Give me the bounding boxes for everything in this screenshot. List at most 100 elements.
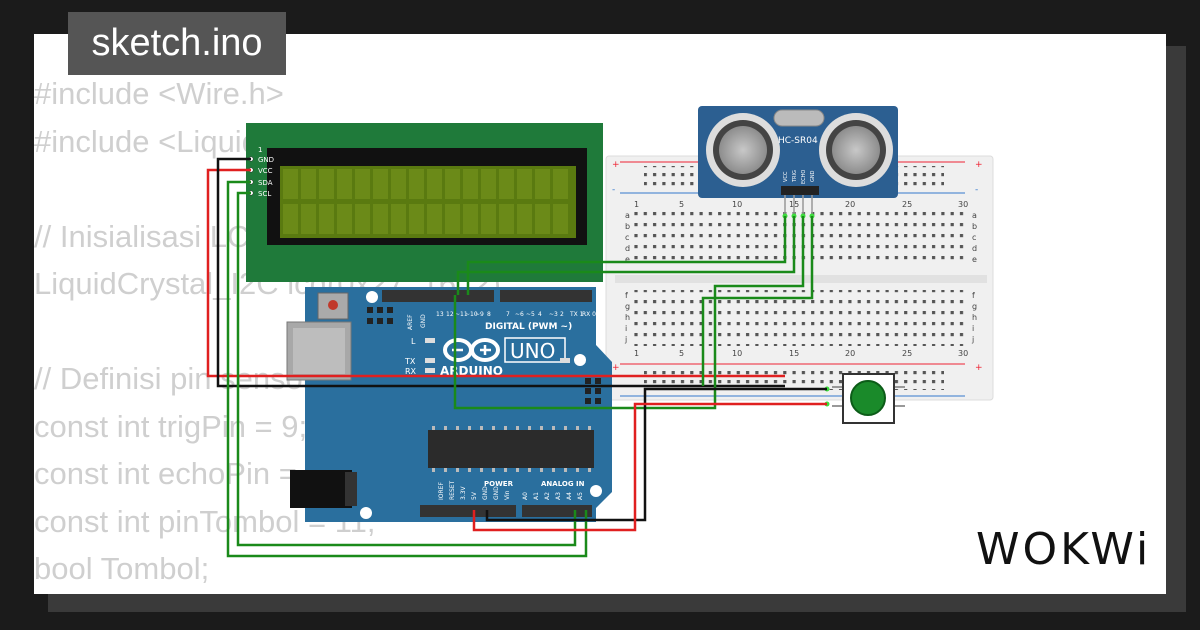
row-letter: f <box>972 291 975 300</box>
arduino-pin-label: 13 <box>436 311 444 318</box>
wire-green <box>236 191 577 547</box>
col-number: 10 <box>732 200 742 209</box>
power-pin-label: Vin <box>504 490 511 500</box>
row-letter: g <box>625 302 630 311</box>
power-pin-label: IOREF <box>438 482 445 500</box>
push-button[interactable] <box>824 373 906 424</box>
col-number: 5 <box>679 349 684 358</box>
power-header-label: POWER <box>484 480 514 488</box>
arduino-pin-label: 7 <box>506 311 510 318</box>
power-pin-label: GND <box>493 486 500 500</box>
row-letter: c <box>625 233 629 242</box>
power-pin-label: GND <box>482 486 489 500</box>
file-tab[interactable]: sketch.ino <box>68 12 286 75</box>
arduino-pin-label: ~6 <box>515 311 524 318</box>
col-number: 25 <box>902 349 912 358</box>
row-letter: h <box>972 313 977 322</box>
row-letter: i <box>625 324 627 333</box>
row-letter: j <box>624 335 627 344</box>
code-line: bool Tombol; <box>34 551 210 586</box>
wire-red <box>206 168 785 378</box>
analog-pin-label: A0 <box>522 492 529 500</box>
col-number: 15 <box>789 349 799 358</box>
sensor-label: HC-SR04 <box>778 136 818 146</box>
wokwi-logo: WOKWi <box>976 524 1152 575</box>
wires <box>206 157 827 558</box>
wire-green <box>701 216 814 386</box>
wire-black <box>216 157 785 388</box>
wire-red <box>472 402 827 532</box>
power-pin-label: 3.3V <box>460 485 467 500</box>
breadboard: + + - - 1 5 10 15 20 25 30 a b c d e a b… <box>605 155 994 401</box>
wire-green <box>453 216 805 410</box>
analog-header-label: ANALOG IN <box>541 480 585 488</box>
arduino-pin-label: GND <box>420 314 427 328</box>
row-letter: a <box>972 211 977 220</box>
power-pin-label: 5V <box>471 491 478 500</box>
row-letter: h <box>625 313 630 322</box>
lcd-pin-label: 1 <box>258 146 262 154</box>
arduino-pin-label: ~10 <box>465 311 478 318</box>
analog-pin-label: A2 <box>544 492 551 500</box>
row-letter: g <box>972 302 977 311</box>
arduino-logo-icon <box>443 338 500 362</box>
rail-minus-label: - <box>975 185 978 195</box>
rail-minus-label: - <box>612 185 615 195</box>
analog-pin-label: A4 <box>566 492 573 500</box>
code-line: const int trigPin = 9; <box>34 408 308 444</box>
arduino-pin-label: ~5 <box>526 311 535 318</box>
row-letter: e <box>625 255 630 264</box>
row-letter: a <box>625 211 630 220</box>
rail-plus-label: + <box>975 160 983 170</box>
analog-pin-label: A1 <box>533 492 540 500</box>
row-letter: j <box>971 335 974 344</box>
analog-pin-label: A3 <box>555 492 562 500</box>
row-letter: i <box>972 324 974 333</box>
arduino-pin-label: ~11 <box>455 311 468 318</box>
arduino-uno[interactable]: AREF GND 13 12 ~11 ~10 ~9 8 7 ~6 ~5 4 ~3… <box>286 287 612 522</box>
row-letter: f <box>625 291 628 300</box>
ultrasonic-sensor[interactable]: HC-SR04 VCC TRIG ECHO GND <box>698 106 898 219</box>
rail-plus-label: + <box>975 363 983 373</box>
led-tx-label: TX <box>404 357 416 366</box>
lcd-pin-label: SDA <box>258 179 273 187</box>
arduino-pin-label: 4 <box>538 311 542 318</box>
row-letter: d <box>972 244 977 253</box>
led-rx-label: RX <box>405 367 417 376</box>
on-led-label: ON <box>574 356 586 365</box>
row-letter: d <box>625 244 630 253</box>
wire-green <box>226 180 588 558</box>
code-line: #include <Wire.h> <box>34 76 284 111</box>
col-number: 1 <box>634 200 639 209</box>
col-number: 25 <box>902 200 912 209</box>
sensor-pin-label: GND <box>810 170 816 182</box>
lcd-pin-label: VCC <box>258 167 273 175</box>
led-l-label: L <box>411 337 416 346</box>
wire-green <box>466 216 787 295</box>
col-number: 20 <box>845 200 855 209</box>
arduino-pin-label: 12 <box>446 311 454 318</box>
col-number: 1 <box>634 349 639 358</box>
arduino-pin-label: ~9 <box>475 311 484 318</box>
arduino-pin-label: AREF <box>407 314 414 330</box>
wire-black <box>485 387 827 522</box>
lcd-pin-label: SCL <box>258 190 271 198</box>
col-number: 20 <box>845 349 855 358</box>
arduino-pin-label: 8 <box>487 311 491 318</box>
col-number: 10 <box>732 349 742 358</box>
rail-plus-label: + <box>612 160 620 170</box>
board-model: UNO <box>510 339 555 363</box>
wire-green <box>456 216 796 295</box>
row-letter: b <box>625 222 630 231</box>
sensor-pin-label: VCC <box>783 171 789 182</box>
col-number: 30 <box>958 349 968 358</box>
lcd-display[interactable]: 1 GND VCC SDA SCL <box>246 123 603 282</box>
power-pin-label: RESET <box>449 480 456 500</box>
analog-pin-label: A5 <box>577 492 584 500</box>
sensor-pin-label: ECHO <box>801 170 807 184</box>
row-letter: e <box>972 255 977 264</box>
lcd-pin-label: GND <box>258 156 274 164</box>
arduino-pin-label: 2 <box>560 311 564 318</box>
row-letter: c <box>972 233 976 242</box>
